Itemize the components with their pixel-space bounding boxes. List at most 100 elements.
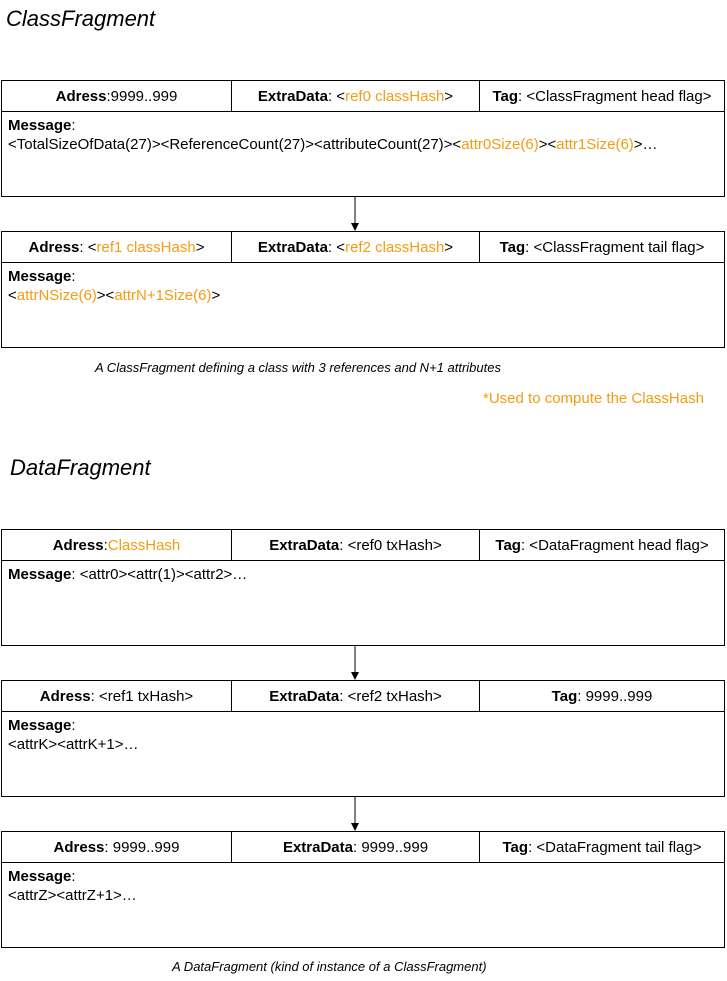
classfragment-head-box: Adress: 9999..999 ExtraData: <ref0 class… bbox=[1, 80, 725, 197]
message-highlight: attrNSize(6) bbox=[16, 287, 97, 304]
tag-cell: Tag: <ClassFragment head flag> bbox=[480, 81, 724, 111]
datafragment-middle-header: Adress: <ref1 txHash> ExtraData: <ref2 t… bbox=[2, 681, 724, 712]
adress-highlight: ref1 classHash bbox=[96, 238, 196, 256]
message-area: Message: <attrNSize(6)><attrN+1Size(6)> bbox=[2, 263, 724, 309]
message-text: <TotalSizeOfData(27)><ReferenceCount(27)… bbox=[8, 135, 718, 154]
datafragment-tail-box: Adress: 9999..999 ExtraData: 9999..999 T… bbox=[1, 831, 725, 948]
message-highlight: attrN+1Size(6) bbox=[114, 287, 212, 304]
tag-label: Tag bbox=[502, 838, 529, 856]
adress-label: Adress bbox=[55, 87, 107, 105]
classfragment-head-header: Adress: 9999..999 ExtraData: <ref0 class… bbox=[2, 81, 724, 112]
datafragment-head-header: Adress: ClassHash ExtraData: <ref0 txHas… bbox=[2, 530, 724, 561]
tag-label: Tag bbox=[492, 87, 519, 105]
tag-label: Tag bbox=[551, 687, 578, 705]
message-label: Message bbox=[8, 717, 72, 734]
adress-label: Adress bbox=[39, 687, 91, 705]
message-label: Message bbox=[8, 268, 72, 285]
extradata-label: ExtraData bbox=[269, 536, 340, 554]
message-text: <attrK><attrK+1>… bbox=[8, 736, 139, 753]
extradata-value: : <ref2 txHash> bbox=[339, 687, 442, 705]
extradata-cell: ExtraData: <ref0 classHash> bbox=[232, 81, 480, 111]
datafragment-head-box: Adress: ClassHash ExtraData: <ref0 txHas… bbox=[1, 529, 725, 646]
message-sep: : bbox=[71, 868, 76, 885]
classfragment-tail-header: Adress: <ref1 classHash> ExtraData: <ref… bbox=[2, 232, 724, 263]
extradata-sep: : < bbox=[327, 238, 346, 256]
extradata-label: ExtraData bbox=[257, 87, 328, 105]
adress-label: Adress bbox=[28, 238, 80, 256]
classfragment-title: ClassFragment bbox=[6, 6, 156, 31]
message-area: Message: <attr0><attr(1)><attr2>… bbox=[2, 561, 724, 588]
adress-label: Adress bbox=[52, 536, 104, 554]
extradata-cell: ExtraData: <ref2 classHash> bbox=[232, 232, 480, 262]
adress-cell: Adress: ClassHash bbox=[2, 530, 232, 560]
classfragment-tail-box: Adress: <ref1 classHash> ExtraData: <ref… bbox=[1, 231, 725, 348]
arrow-down-icon bbox=[351, 197, 359, 231]
tag-value: : <ClassFragment tail flag> bbox=[525, 238, 705, 256]
adress-cell: Adress: <ref1 classHash> bbox=[2, 232, 232, 262]
extradata-label: ExtraData bbox=[257, 238, 328, 256]
adress-value: 9999..999 bbox=[110, 87, 178, 105]
message-text: : <attr0><attr(1)><attr2>… bbox=[71, 566, 248, 583]
adress-highlight: ClassHash bbox=[107, 536, 181, 554]
extradata-end: > bbox=[444, 238, 454, 256]
arrow-down-icon bbox=[351, 646, 359, 680]
extradata-sep: : < bbox=[327, 87, 346, 105]
message-highlight: attr0Size(6) bbox=[461, 136, 539, 153]
extradata-value: : <ref0 txHash> bbox=[339, 536, 442, 554]
adress-sep: : bbox=[103, 536, 108, 554]
adress-sep: : bbox=[106, 87, 111, 105]
classhash-note: *Used to compute the ClassHash bbox=[483, 390, 704, 407]
extradata-highlight: ref0 classHash bbox=[345, 87, 445, 105]
datafragment-tail-header: Adress: 9999..999 ExtraData: 9999..999 T… bbox=[2, 832, 724, 863]
tag-value: : <DataFragment head flag> bbox=[520, 536, 709, 554]
adress-value: : 9999..999 bbox=[104, 838, 180, 856]
message-part: >… bbox=[633, 136, 658, 153]
tag-value: : <DataFragment tail flag> bbox=[528, 838, 702, 856]
arrow-down-icon bbox=[351, 797, 359, 831]
extradata-cell: ExtraData: <ref0 txHash> bbox=[232, 530, 480, 560]
extradata-value: : 9999..999 bbox=[352, 838, 429, 856]
classfragment-caption: A ClassFragment defining a class with 3 … bbox=[95, 360, 501, 375]
message-sep: : bbox=[71, 117, 76, 134]
extradata-label: ExtraData bbox=[282, 838, 353, 856]
message-area: Message: <attrK><attrK+1>… bbox=[2, 712, 724, 758]
adress-end: > bbox=[195, 238, 205, 256]
adress-sep: : < bbox=[79, 238, 97, 256]
message-label: Message bbox=[8, 566, 72, 583]
tag-label: Tag bbox=[499, 238, 526, 256]
message-part: >< bbox=[538, 136, 557, 153]
message-sep: : bbox=[71, 717, 76, 734]
adress-cell: Adress: 9999..999 bbox=[2, 832, 232, 862]
message-part: <TotalSizeOfData(27)><ReferenceCount(27)… bbox=[8, 136, 462, 153]
datafragment-middle-box: Adress: <ref1 txHash> ExtraData: <ref2 t… bbox=[1, 680, 725, 797]
message-part: < bbox=[8, 287, 17, 304]
message-area: Message: <TotalSizeOfData(27)><Reference… bbox=[2, 112, 724, 158]
extradata-highlight: ref2 classHash bbox=[345, 238, 445, 256]
tag-value: : 9999..999 bbox=[577, 687, 653, 705]
extradata-cell: ExtraData: <ref2 txHash> bbox=[232, 681, 480, 711]
message-sep: : bbox=[71, 268, 76, 285]
adress-value: : <ref1 txHash> bbox=[90, 687, 194, 705]
message-area: Message: <attrZ><attrZ+1>… bbox=[2, 863, 724, 909]
adress-cell: Adress: <ref1 txHash> bbox=[2, 681, 232, 711]
tag-cell: Tag: <DataFragment tail flag> bbox=[480, 832, 724, 862]
message-label: Message bbox=[8, 868, 72, 885]
extradata-label: ExtraData bbox=[269, 687, 340, 705]
tag-cell: Tag: 9999..999 bbox=[480, 681, 724, 711]
message-part: >< bbox=[96, 287, 115, 304]
message-part: > bbox=[211, 287, 221, 304]
extradata-end: > bbox=[444, 87, 454, 105]
message-text: <attrNSize(6)><attrN+1Size(6)> bbox=[8, 286, 718, 305]
message-label: Message bbox=[8, 117, 72, 134]
tag-cell: Tag: <DataFragment head flag> bbox=[480, 530, 724, 560]
message-highlight: attr1Size(6) bbox=[556, 136, 634, 153]
tag-cell: Tag: <ClassFragment tail flag> bbox=[480, 232, 724, 262]
adress-cell: Adress: 9999..999 bbox=[2, 81, 232, 111]
adress-label: Adress bbox=[53, 838, 105, 856]
datafragment-title: DataFragment bbox=[10, 455, 151, 480]
message-text: <attrZ><attrZ+1>… bbox=[8, 887, 137, 904]
datafragment-caption: A DataFragment (kind of instance of a Cl… bbox=[172, 959, 487, 974]
extradata-cell: ExtraData: 9999..999 bbox=[232, 832, 480, 862]
tag-value: : <ClassFragment head flag> bbox=[518, 87, 712, 105]
tag-label: Tag bbox=[495, 536, 521, 554]
